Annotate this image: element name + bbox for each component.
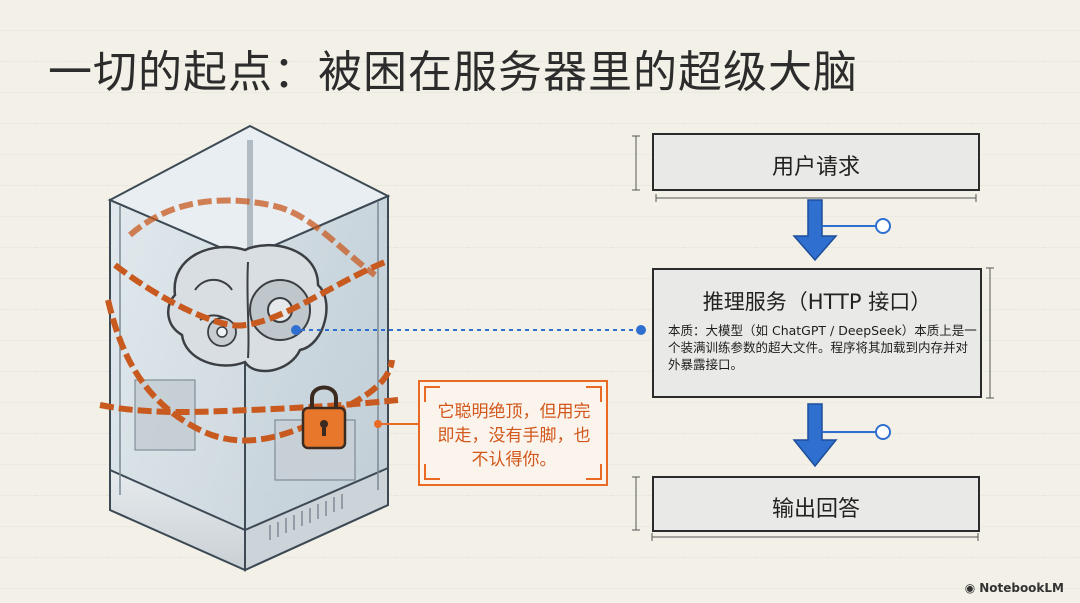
callout-text: 它聪明绝顶，但用完即走，没有手脚，也不认得你。 — [437, 402, 591, 470]
corner-mark — [424, 464, 440, 480]
corner-mark — [424, 386, 440, 402]
flow-step-user-request: 用户请求 — [652, 133, 980, 191]
connector-brain-to-service — [291, 325, 646, 335]
flow-step-label: 用户请求 — [771, 155, 860, 180]
flow-step-label: 输出回答 — [771, 497, 860, 522]
notebooklm-icon: ◉ — [964, 581, 976, 595]
brain-icon — [167, 243, 328, 373]
page-title: 一切的起点：被困在服务器里的超级大脑 — [48, 47, 858, 98]
flow-step-description: 本质：大模型（如 ChatGPT / DeepSeek）本质上是一个装满训练参数… — [668, 323, 977, 372]
brand-logo: ◉ NotebookLM — [965, 581, 1064, 595]
padlock-icon — [301, 385, 347, 450]
arrow-down-icon — [792, 403, 891, 468]
corner-mark — [586, 386, 602, 402]
brand-name: NotebookLM — [979, 581, 1064, 595]
callout-connector — [374, 420, 418, 428]
callout-note: 它聪明绝顶，但用完即走，没有手脚，也不认得你。 — [418, 380, 608, 486]
chain-illustration — [99, 197, 399, 444]
corner-mark — [586, 464, 602, 480]
dimension-guides — [632, 135, 994, 541]
arrow-down-icon — [792, 199, 891, 262]
flow-step-label: 推理服务（HTTP 接口） — [702, 290, 932, 314]
flow-step-inference-service: 推理服务（HTTP 接口） 本质：大模型（如 ChatGPT / DeepSee… — [652, 268, 982, 398]
flow-step-output: 输出回答 — [652, 476, 980, 532]
